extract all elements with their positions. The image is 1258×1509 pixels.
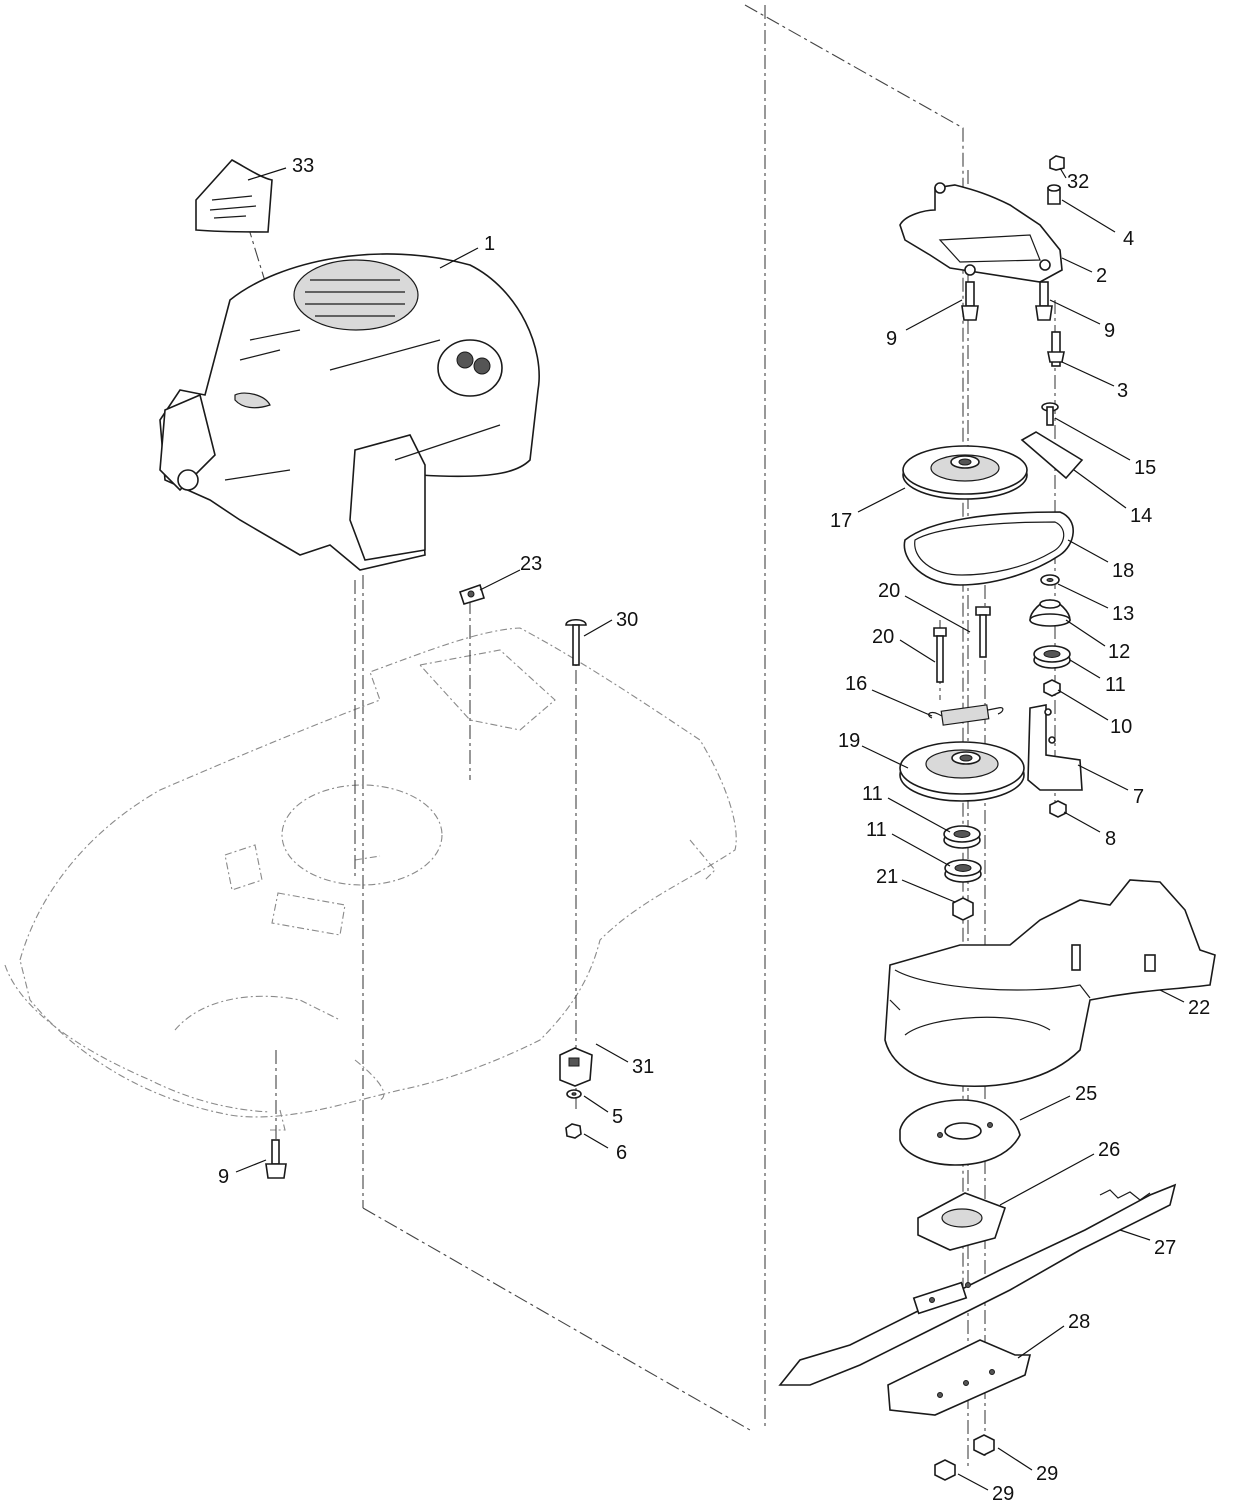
callout-22: 22 bbox=[1188, 997, 1210, 1019]
callout-9-right: 9 bbox=[1104, 320, 1115, 342]
spring bbox=[928, 704, 1004, 726]
callout-1: 1 bbox=[484, 233, 495, 255]
nut-arm bbox=[1049, 800, 1067, 818]
upper-pulley bbox=[902, 445, 1028, 500]
callout-labels: 33 1 32 4 2 9 9 3 15 14 17 18 13 12 11 1… bbox=[218, 155, 1210, 1505]
callout-18: 18 bbox=[1112, 560, 1134, 582]
disc bbox=[899, 1099, 1021, 1166]
hex-nut bbox=[952, 897, 974, 921]
callout-5: 5 bbox=[612, 1106, 623, 1128]
lower-pulley bbox=[899, 741, 1025, 802]
nut-top bbox=[1049, 155, 1065, 171]
long-bolt-right bbox=[975, 606, 991, 658]
housing bbox=[884, 879, 1216, 1088]
stud bbox=[1047, 331, 1065, 367]
spacer bbox=[1047, 184, 1061, 205]
engine bbox=[159, 253, 540, 571]
callout-10: 10 bbox=[1110, 716, 1132, 738]
callout-9-bottom: 9 bbox=[218, 1166, 229, 1188]
callout-9-left: 9 bbox=[886, 328, 897, 350]
washer bbox=[566, 1089, 582, 1099]
callout-30: 30 bbox=[616, 609, 638, 631]
flange-bolt bbox=[265, 1139, 287, 1179]
nut-small bbox=[1043, 679, 1061, 697]
belt bbox=[903, 511, 1074, 586]
leader-lines bbox=[235, 167, 1185, 1491]
callout-20-right: 20 bbox=[878, 580, 900, 602]
clip bbox=[458, 583, 486, 605]
callout-23: 23 bbox=[520, 553, 542, 575]
washer-small bbox=[1040, 574, 1060, 586]
block bbox=[559, 1047, 593, 1087]
callout-16: 16 bbox=[845, 673, 867, 695]
bearing-lower-1 bbox=[943, 825, 981, 849]
callout-7: 7 bbox=[1133, 786, 1144, 808]
plate bbox=[1020, 431, 1084, 480]
callout-29-right: 29 bbox=[1036, 1463, 1058, 1485]
callout-11-b: 11 bbox=[862, 783, 883, 805]
callout-27: 27 bbox=[1154, 1237, 1176, 1259]
callout-32: 32 bbox=[1067, 171, 1089, 193]
callout-2: 2 bbox=[1096, 265, 1107, 287]
callout-6: 6 bbox=[616, 1142, 627, 1164]
assembly-boundary bbox=[362, 4, 964, 1431]
callout-15: 15 bbox=[1134, 457, 1156, 479]
carriage-bolt bbox=[565, 618, 587, 666]
callout-33: 33 bbox=[292, 155, 314, 177]
cup bbox=[1029, 599, 1071, 627]
callout-3: 3 bbox=[1117, 380, 1128, 402]
callout-11-c: 11 bbox=[866, 819, 887, 841]
callout-26: 26 bbox=[1098, 1139, 1120, 1161]
bearing-lower-2 bbox=[944, 859, 982, 883]
callout-14: 14 bbox=[1130, 505, 1152, 527]
callout-4: 4 bbox=[1123, 228, 1134, 250]
callout-21: 21 bbox=[876, 866, 898, 888]
blade-adapter bbox=[917, 1192, 1007, 1251]
callout-29-left: 29 bbox=[992, 1483, 1014, 1505]
callout-13: 13 bbox=[1112, 603, 1134, 625]
callout-25: 25 bbox=[1075, 1083, 1097, 1105]
pin bbox=[1041, 402, 1059, 426]
nut bbox=[565, 1123, 582, 1139]
flange-nut-left bbox=[934, 1459, 956, 1481]
callout-17: 17 bbox=[830, 510, 852, 532]
callout-20-left: 20 bbox=[872, 626, 894, 648]
bearing-upper bbox=[1033, 645, 1071, 669]
bracket-bolt-left bbox=[961, 281, 979, 321]
bracket-bolt-right bbox=[1035, 281, 1053, 321]
mower-deck-phantom bbox=[4, 627, 737, 1131]
callout-28: 28 bbox=[1068, 1311, 1090, 1333]
callout-19: 19 bbox=[838, 730, 860, 752]
bottom-plate bbox=[887, 1339, 1032, 1416]
callout-31: 31 bbox=[632, 1056, 654, 1078]
blade bbox=[778, 1183, 1177, 1386]
flange-nut-right bbox=[973, 1434, 995, 1456]
bracket bbox=[899, 182, 1063, 283]
arm bbox=[1027, 704, 1083, 791]
callout-8: 8 bbox=[1105, 828, 1116, 850]
callout-12: 12 bbox=[1108, 641, 1130, 663]
callout-11-a: 11 bbox=[1105, 674, 1126, 696]
long-bolt-left bbox=[933, 627, 947, 683]
decal bbox=[195, 158, 273, 233]
